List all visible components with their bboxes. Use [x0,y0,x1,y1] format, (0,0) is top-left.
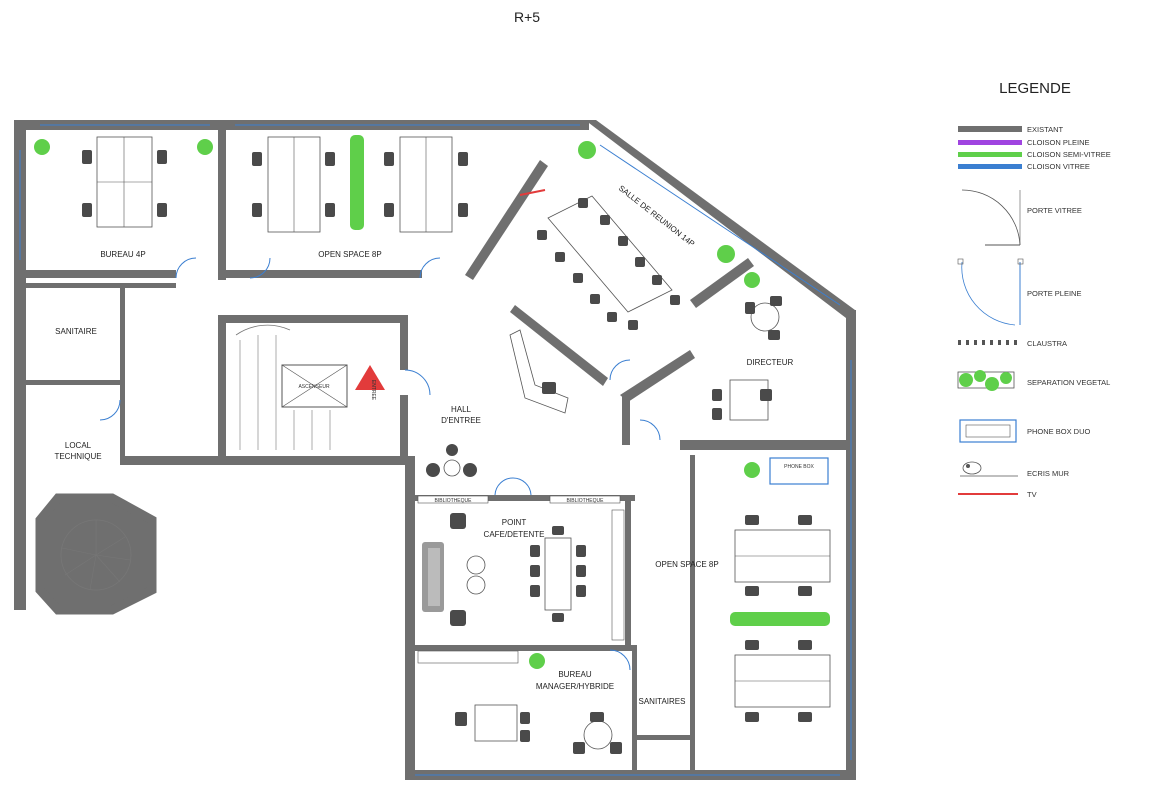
wall-screen-icon [960,461,1018,477]
legend-swatch-existant [958,126,1022,132]
plant-separator-icon [957,370,1015,391]
room-label-open-space-top: OPEN SPACE 8P [318,250,381,259]
room-label-directeur: DIRECTEUR [747,358,794,367]
room-label-hall-2: D'ENTREE [441,416,481,425]
svg-text:BIBLIOTHEQUE: BIBLIOTHEQUE [435,498,473,504]
legend-item-porte-vitree: PORTE VITREE [1027,206,1082,215]
spiral-stair [60,519,132,591]
entrance-label: ENTREE [370,380,376,401]
room-label-manager-2: MANAGER/HYBRIDE [536,682,614,691]
elevator-label: ASCENSEUR [298,384,330,390]
entrance-marker [355,365,385,390]
legend-title: LEGENDE [999,80,1071,97]
door-glass-icon [961,189,1021,246]
legend-item-porte-pleine: PORTE PLEINE [1027,289,1081,298]
legend-swatch-cloison-pleine [958,140,1022,145]
floor-label: R+5 [514,9,540,25]
windows [19,124,852,776]
open-space-8p-top: OPEN SPACE 8P [252,135,468,259]
legend-item-separation-vegetal: SEPARATION VEGETAL [1027,378,1110,387]
open-space-8p-bottom: OPEN SPACE 8P [655,515,831,722]
bureau-4p: BUREAU 4P [34,136,213,259]
room-label-bureau-4p: BUREAU 4P [100,250,145,259]
directeur: DIRECTEUR [712,272,794,421]
room-label-cafe-1: POINT [502,518,527,527]
svg-text:PHONE BOX: PHONE BOX [784,464,814,470]
doors [99,257,661,671]
point-cafe: POINT CAFE/DETENTE [422,509,625,641]
phone-box: PHONE BOX [744,457,829,485]
phone-box-icon [959,419,1017,443]
legend-item-cloison-vitree: CLOISON VITREE [1027,162,1090,171]
room-label-sanitaires: SANITAIRES [639,697,686,706]
legend-item-claustra: CLAUSTRA [1027,339,1067,348]
room-label-local-2: TECHNIQUE [54,452,101,461]
bureau-manager: BUREAU MANAGER/HYBRIDE [417,650,622,754]
legend-item-cloison-semi-vitree: CLOISON SEMI-VITREE [1027,150,1111,159]
hall: HALL D'ENTREE [426,329,569,477]
legend-item-ecris-mur: ECRIS MUR [1027,469,1070,478]
legend-swatch-cloison-semi-vitree [958,152,1022,157]
legend-swatch-cloison-vitree [958,164,1022,169]
room-label-hall-1: HALL [451,405,472,414]
room-label-manager-1: BUREAU [558,670,592,679]
door-solid-icon [957,258,1024,326]
room-label-open-space-bottom: OPEN SPACE 8P [655,560,718,569]
legend-item-existant: EXISTANT [1027,125,1064,134]
bibliotheques: BIBLIOTHEQUE BIBLIOTHEQUE [417,495,621,504]
legend-item-cloison-pleine: CLOISON PLEINE [1027,138,1090,147]
legend-item-phone-box-duo: PHONE BOX DUO [1027,427,1091,436]
svg-text:BIBLIOTHEQUE: BIBLIOTHEQUE [567,498,605,504]
claustra-icon [958,340,1017,345]
stair-core: ASCENSEUR ENTREE [235,324,385,450]
room-label-sanitaire: SANITAIRE [55,327,97,336]
legend: LEGENDE EXISTANT CLOISON PLEINE CLOISON … [957,80,1111,499]
legend-item-tv: TV [1027,490,1037,499]
room-label-cafe-2: CAFE/DETENTE [484,530,545,539]
room-label-local-1: LOCAL [65,441,92,450]
